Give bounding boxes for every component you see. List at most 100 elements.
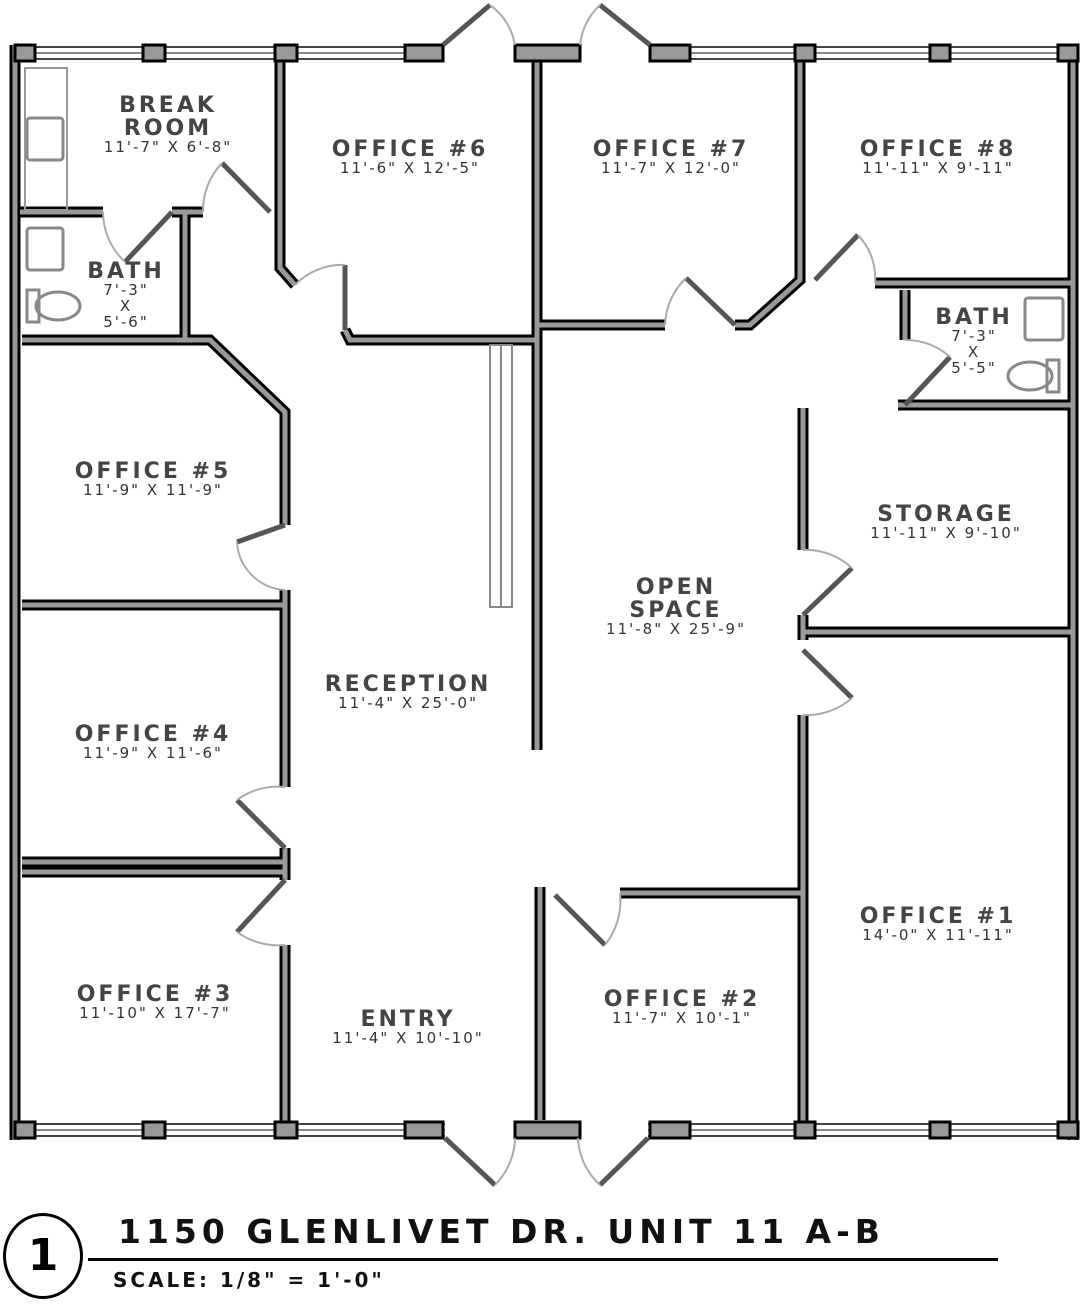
floor-plan xyxy=(9,3,1080,1187)
door-leaf xyxy=(684,276,737,327)
door-swing-arc xyxy=(236,541,286,591)
room-name: OFFICE #4 xyxy=(74,722,232,747)
room-label-bath-left: BATH 7'-3" X 5'-6" xyxy=(87,260,165,330)
room-dimensions: 5'-6" xyxy=(103,312,149,331)
room-dimensions: 5'-5" xyxy=(951,358,997,377)
wall-pier xyxy=(1056,43,1080,63)
drawing-title: 1150 GLENLIVET DR. UNIT 11 A-B xyxy=(118,1212,885,1251)
counter xyxy=(24,67,68,211)
wall-pier xyxy=(928,43,952,63)
door-swing-arc xyxy=(294,263,346,286)
room-label-office-3: OFFICE #3 11'-10" X 17'-7" xyxy=(77,983,234,1022)
wall-fill xyxy=(22,337,288,525)
room-name: ENTRY xyxy=(360,1007,456,1032)
room-dimensions: 11'-7" X 12'-0" xyxy=(601,159,741,178)
door-swing-arc xyxy=(236,931,286,947)
wall-pier xyxy=(513,43,582,63)
room-label-entry: ENTRY 11'-4" X 10'-10" xyxy=(332,1008,484,1047)
room-dimensions: 7'-3" xyxy=(951,327,997,346)
door-leaf xyxy=(443,1136,497,1187)
wall-pier xyxy=(793,43,817,63)
room-label-break-room: BREAK ROOM 11'-7" X 6'-8" xyxy=(104,94,232,156)
door-leaf xyxy=(123,210,174,264)
title-underline xyxy=(88,1258,998,1261)
door-swing-arc xyxy=(577,1137,601,1186)
room-label-office-5: OFFICE #5 11'-9" X 11'-9" xyxy=(75,460,232,499)
wall-pier xyxy=(273,43,299,63)
sink-icon xyxy=(1023,296,1065,342)
room-dimensions: 11'-7" X 10'-1" xyxy=(612,1009,752,1028)
door-swing-arc xyxy=(494,1137,516,1186)
fixtures xyxy=(24,67,1065,608)
door-swing-arc xyxy=(904,338,951,358)
drawing-number: 1 xyxy=(3,1213,83,1299)
room-dimensions: 11'-6" X 12'-5" xyxy=(340,159,480,178)
room-name: OFFICE #2 xyxy=(603,987,761,1012)
room-name: OFFICE #8 xyxy=(859,137,1017,162)
door-swing-arc xyxy=(802,697,853,717)
room-name: SPACE xyxy=(629,598,723,624)
toilet-icon xyxy=(1006,358,1061,394)
room-dimensions: 11'-9" X 11'-9" xyxy=(83,481,223,500)
sink-icon xyxy=(25,226,65,272)
door-swing-arc xyxy=(236,785,286,801)
wall-pier xyxy=(648,43,692,63)
door-opening xyxy=(442,45,515,61)
door-leaf xyxy=(553,893,607,947)
door-leaf xyxy=(220,161,272,214)
door-leaf xyxy=(236,522,286,545)
door-swing-arc xyxy=(102,211,126,263)
room-name: OFFICE #7 xyxy=(592,137,750,162)
wall-pier xyxy=(141,1120,167,1140)
wall-pier xyxy=(13,43,37,63)
door-swing-arc xyxy=(802,548,853,569)
wall-pier xyxy=(1056,1120,1080,1140)
room-name: RECEPTION xyxy=(324,672,492,697)
room-dimensions: X xyxy=(967,342,981,361)
room-name: OFFICE #1 xyxy=(859,904,1017,929)
toilet-icon xyxy=(25,288,82,324)
room-dimensions: 11'-4" X 25'-0" xyxy=(338,694,478,713)
wall-pier xyxy=(513,1120,582,1140)
wall-pier xyxy=(648,1120,692,1140)
room-label-office-6: OFFICE #6 11'-6" X 12'-5" xyxy=(332,138,489,177)
room-dimensions: 11'-9" X 11'-6" xyxy=(83,744,223,763)
wall-pier xyxy=(141,43,167,63)
room-name: OFFICE #6 xyxy=(331,137,489,162)
door-swing-arc xyxy=(201,162,223,213)
room-label-reception: RECEPTION 11'-4" X 25'-0" xyxy=(325,673,492,712)
room-name: OFFICE #3 xyxy=(76,982,234,1007)
wall-pier xyxy=(403,1120,445,1140)
door-swing-arc xyxy=(489,4,516,46)
wall-fill xyxy=(735,53,803,328)
room-name: OPEN xyxy=(635,575,717,600)
door-opening xyxy=(580,45,650,61)
room-label-office-7: OFFICE #7 11'-7" X 12'-0" xyxy=(593,138,750,177)
door-opening xyxy=(445,1122,515,1138)
room-label-office-4: OFFICE #4 11'-9" X 11'-6" xyxy=(75,723,232,762)
door-leaf xyxy=(441,3,492,47)
door-opening xyxy=(578,1122,648,1138)
doors xyxy=(102,3,952,1187)
room-dimensions: 7'-3" xyxy=(103,281,149,300)
room-name: BATH xyxy=(935,305,1013,330)
room-dimensions: X xyxy=(119,296,133,315)
wall-pier xyxy=(928,1120,952,1140)
room-dimensions: 14'-0" X 11'-11" xyxy=(862,926,1014,945)
walls xyxy=(9,43,1080,1140)
room-dimensions: 11'-10" X 17'-7" xyxy=(79,1004,231,1023)
room-dimensions: 11'-11" X 9'-10" xyxy=(870,524,1022,543)
drawing-scale: SCALE: 1/8" = 1'-0" xyxy=(113,1268,385,1292)
room-label-office-2: OFFICE #2 11'-7" X 10'-1" xyxy=(604,988,761,1027)
room-label-storage: STORAGE 11'-11" X 9'-10" xyxy=(870,503,1022,542)
wall-pier xyxy=(793,1120,817,1140)
room-name: BATH xyxy=(87,259,165,284)
room-label-office-8: OFFICE #8 11'-11" X 9'-11" xyxy=(860,138,1017,177)
room-dimensions: 11'-11" X 9'-11" xyxy=(862,159,1014,178)
door-leaf xyxy=(801,648,854,700)
room-name: ROOM xyxy=(123,116,213,142)
wall xyxy=(735,53,806,331)
room-label-office-1: OFFICE #1 14'-0" X 11'-11" xyxy=(860,905,1017,944)
door-swing-arc xyxy=(604,892,622,946)
room-label-open-space: OPEN SPACE 11'-8" X 25'-9" xyxy=(606,576,746,638)
